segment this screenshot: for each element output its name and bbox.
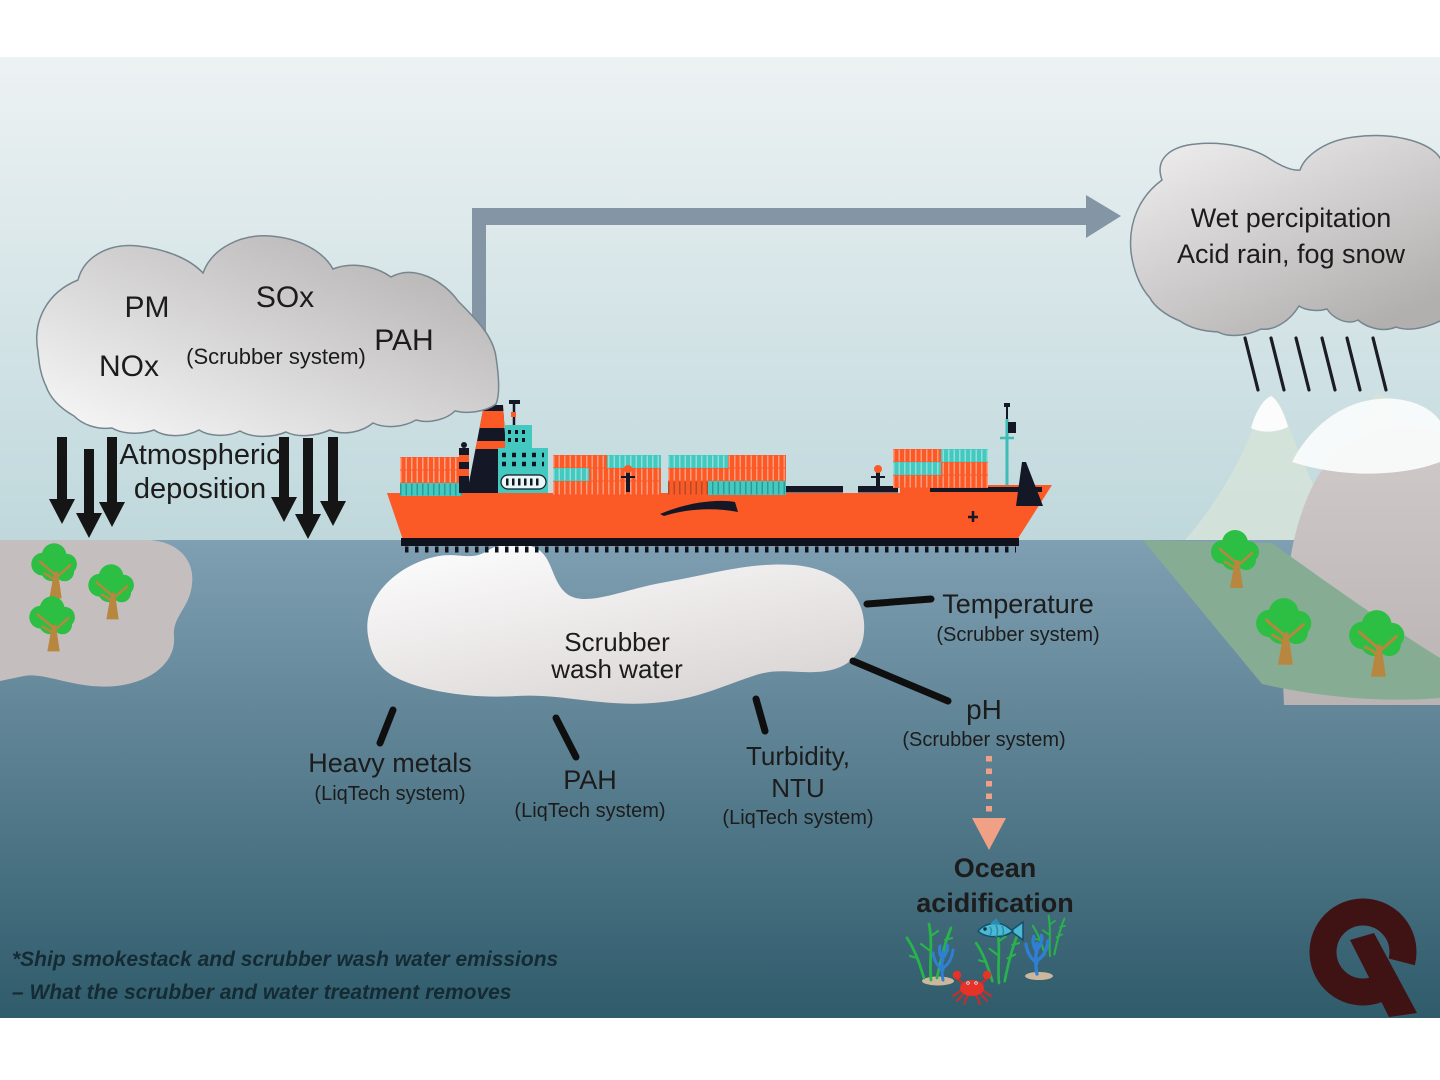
connector-temperature xyxy=(863,595,935,608)
turbidity-system: (LiqTech system) xyxy=(722,807,874,829)
callout-ph: pH (Scrubber system) xyxy=(902,693,1065,753)
callout-pah: PAH (LiqTech system) xyxy=(514,765,665,823)
callout-temperature: Temperature (Scrubber system) xyxy=(936,589,1099,647)
funnel-pole xyxy=(459,442,469,493)
callout-turbidity: Turbidity, NTU (LiqTech system) xyxy=(722,740,873,831)
emissions-cloud-shape xyxy=(36,235,500,438)
wash-water-line2: wash water xyxy=(551,654,683,684)
pah-title: PAH xyxy=(563,765,617,795)
container-stacks xyxy=(400,449,988,496)
wash-water-blob xyxy=(367,542,865,704)
ocean-acidification-label: Ocean acidification xyxy=(916,851,1074,921)
down-arrow-icon xyxy=(295,438,321,539)
temperature-system: (Scrubber system) xyxy=(936,623,1100,646)
precipitation-line1: Wet percipitation xyxy=(1190,203,1392,233)
connector-pah xyxy=(552,714,580,761)
pollutant-nox-label: NOx xyxy=(99,350,159,383)
q-logo xyxy=(1309,898,1417,1017)
deck-post xyxy=(871,465,885,492)
pollutant-pah-label: PAH xyxy=(374,324,434,357)
rain-cloud-shape xyxy=(1129,134,1440,337)
deck-crane xyxy=(1016,462,1043,506)
snow-cap-large xyxy=(1292,398,1440,474)
ship-mast xyxy=(1000,403,1016,488)
pollutant-sox-label: SOx xyxy=(255,281,315,314)
cargo-ship xyxy=(387,400,1052,553)
ph-system: (Scrubber system) xyxy=(902,729,1066,752)
atmospheric-line2: deposition xyxy=(133,473,267,505)
wash-water-line1: Scrubber xyxy=(564,627,670,657)
crab-icon xyxy=(952,970,992,1005)
atmospheric-deposition-label: Atmospheric deposition xyxy=(119,438,280,506)
rain-lines xyxy=(1243,336,1388,392)
island-shape xyxy=(0,540,193,687)
acidification-arrow-icon xyxy=(972,756,1006,850)
sand-mound xyxy=(1025,972,1053,980)
deposition-arrows xyxy=(49,437,346,539)
precipitation-line2: Acid rain, fog snow xyxy=(1176,239,1406,269)
down-arrow-icon xyxy=(320,437,346,526)
wash-water-label: Scrubber wash water xyxy=(551,629,683,683)
anchor-icon xyxy=(968,511,978,522)
temperature-title: Temperature xyxy=(942,589,1094,619)
fish-icon xyxy=(976,918,1024,942)
right-coast xyxy=(1143,393,1440,705)
connector-turbidity xyxy=(752,695,769,735)
footnote-line1: *Ship smokestack and scrubber wash water… xyxy=(12,948,559,971)
left-island xyxy=(0,540,193,687)
turbidity-title-line1: Turbidity, xyxy=(745,741,851,771)
connector-ph xyxy=(849,657,952,705)
down-arrow-icon xyxy=(99,437,125,527)
snow-cap-small xyxy=(1251,396,1288,432)
atmospheric-line1: Atmospheric xyxy=(119,439,281,471)
heavy-metals-title: Heavy metals xyxy=(308,748,472,778)
down-arrow-icon xyxy=(49,437,75,524)
down-arrow-icon xyxy=(271,437,297,522)
deck-post xyxy=(621,465,635,492)
callout-heavy-metals: Heavy metals (LiqTech system) xyxy=(308,748,472,806)
ship-keel xyxy=(401,538,1019,546)
scrubber-system-note: (Scrubber system) xyxy=(186,344,366,369)
marine-life xyxy=(905,914,1067,1005)
smoke-path-arrow-icon xyxy=(472,195,1121,400)
ship-hull xyxy=(387,485,1052,540)
precipitation-cloud-label: Wet percipitation Acid rain, fog snow xyxy=(1177,200,1405,272)
footnote: *Ship smokestack and scrubber wash water… xyxy=(12,943,558,1009)
heavy-metals-system: (LiqTech system) xyxy=(314,782,466,805)
ocean-acidification-line1: Ocean xyxy=(953,853,1037,883)
pale-mountain-left xyxy=(1185,399,1344,540)
down-arrow-icon xyxy=(76,449,102,538)
pah-system: (LiqTech system) xyxy=(514,799,666,822)
turbidity-title-line2: NTU xyxy=(771,773,825,803)
ph-title: pH xyxy=(966,694,1002,725)
callout-connectors xyxy=(376,595,952,761)
pollutant-pm-label: PM xyxy=(124,291,170,324)
ocean-acidification-line2: acidification xyxy=(916,888,1074,918)
connector-heavy-metals xyxy=(376,706,397,747)
ship-superstructure xyxy=(498,400,548,493)
footnote-line2: – What the scrubber and water treatment … xyxy=(12,981,512,1004)
